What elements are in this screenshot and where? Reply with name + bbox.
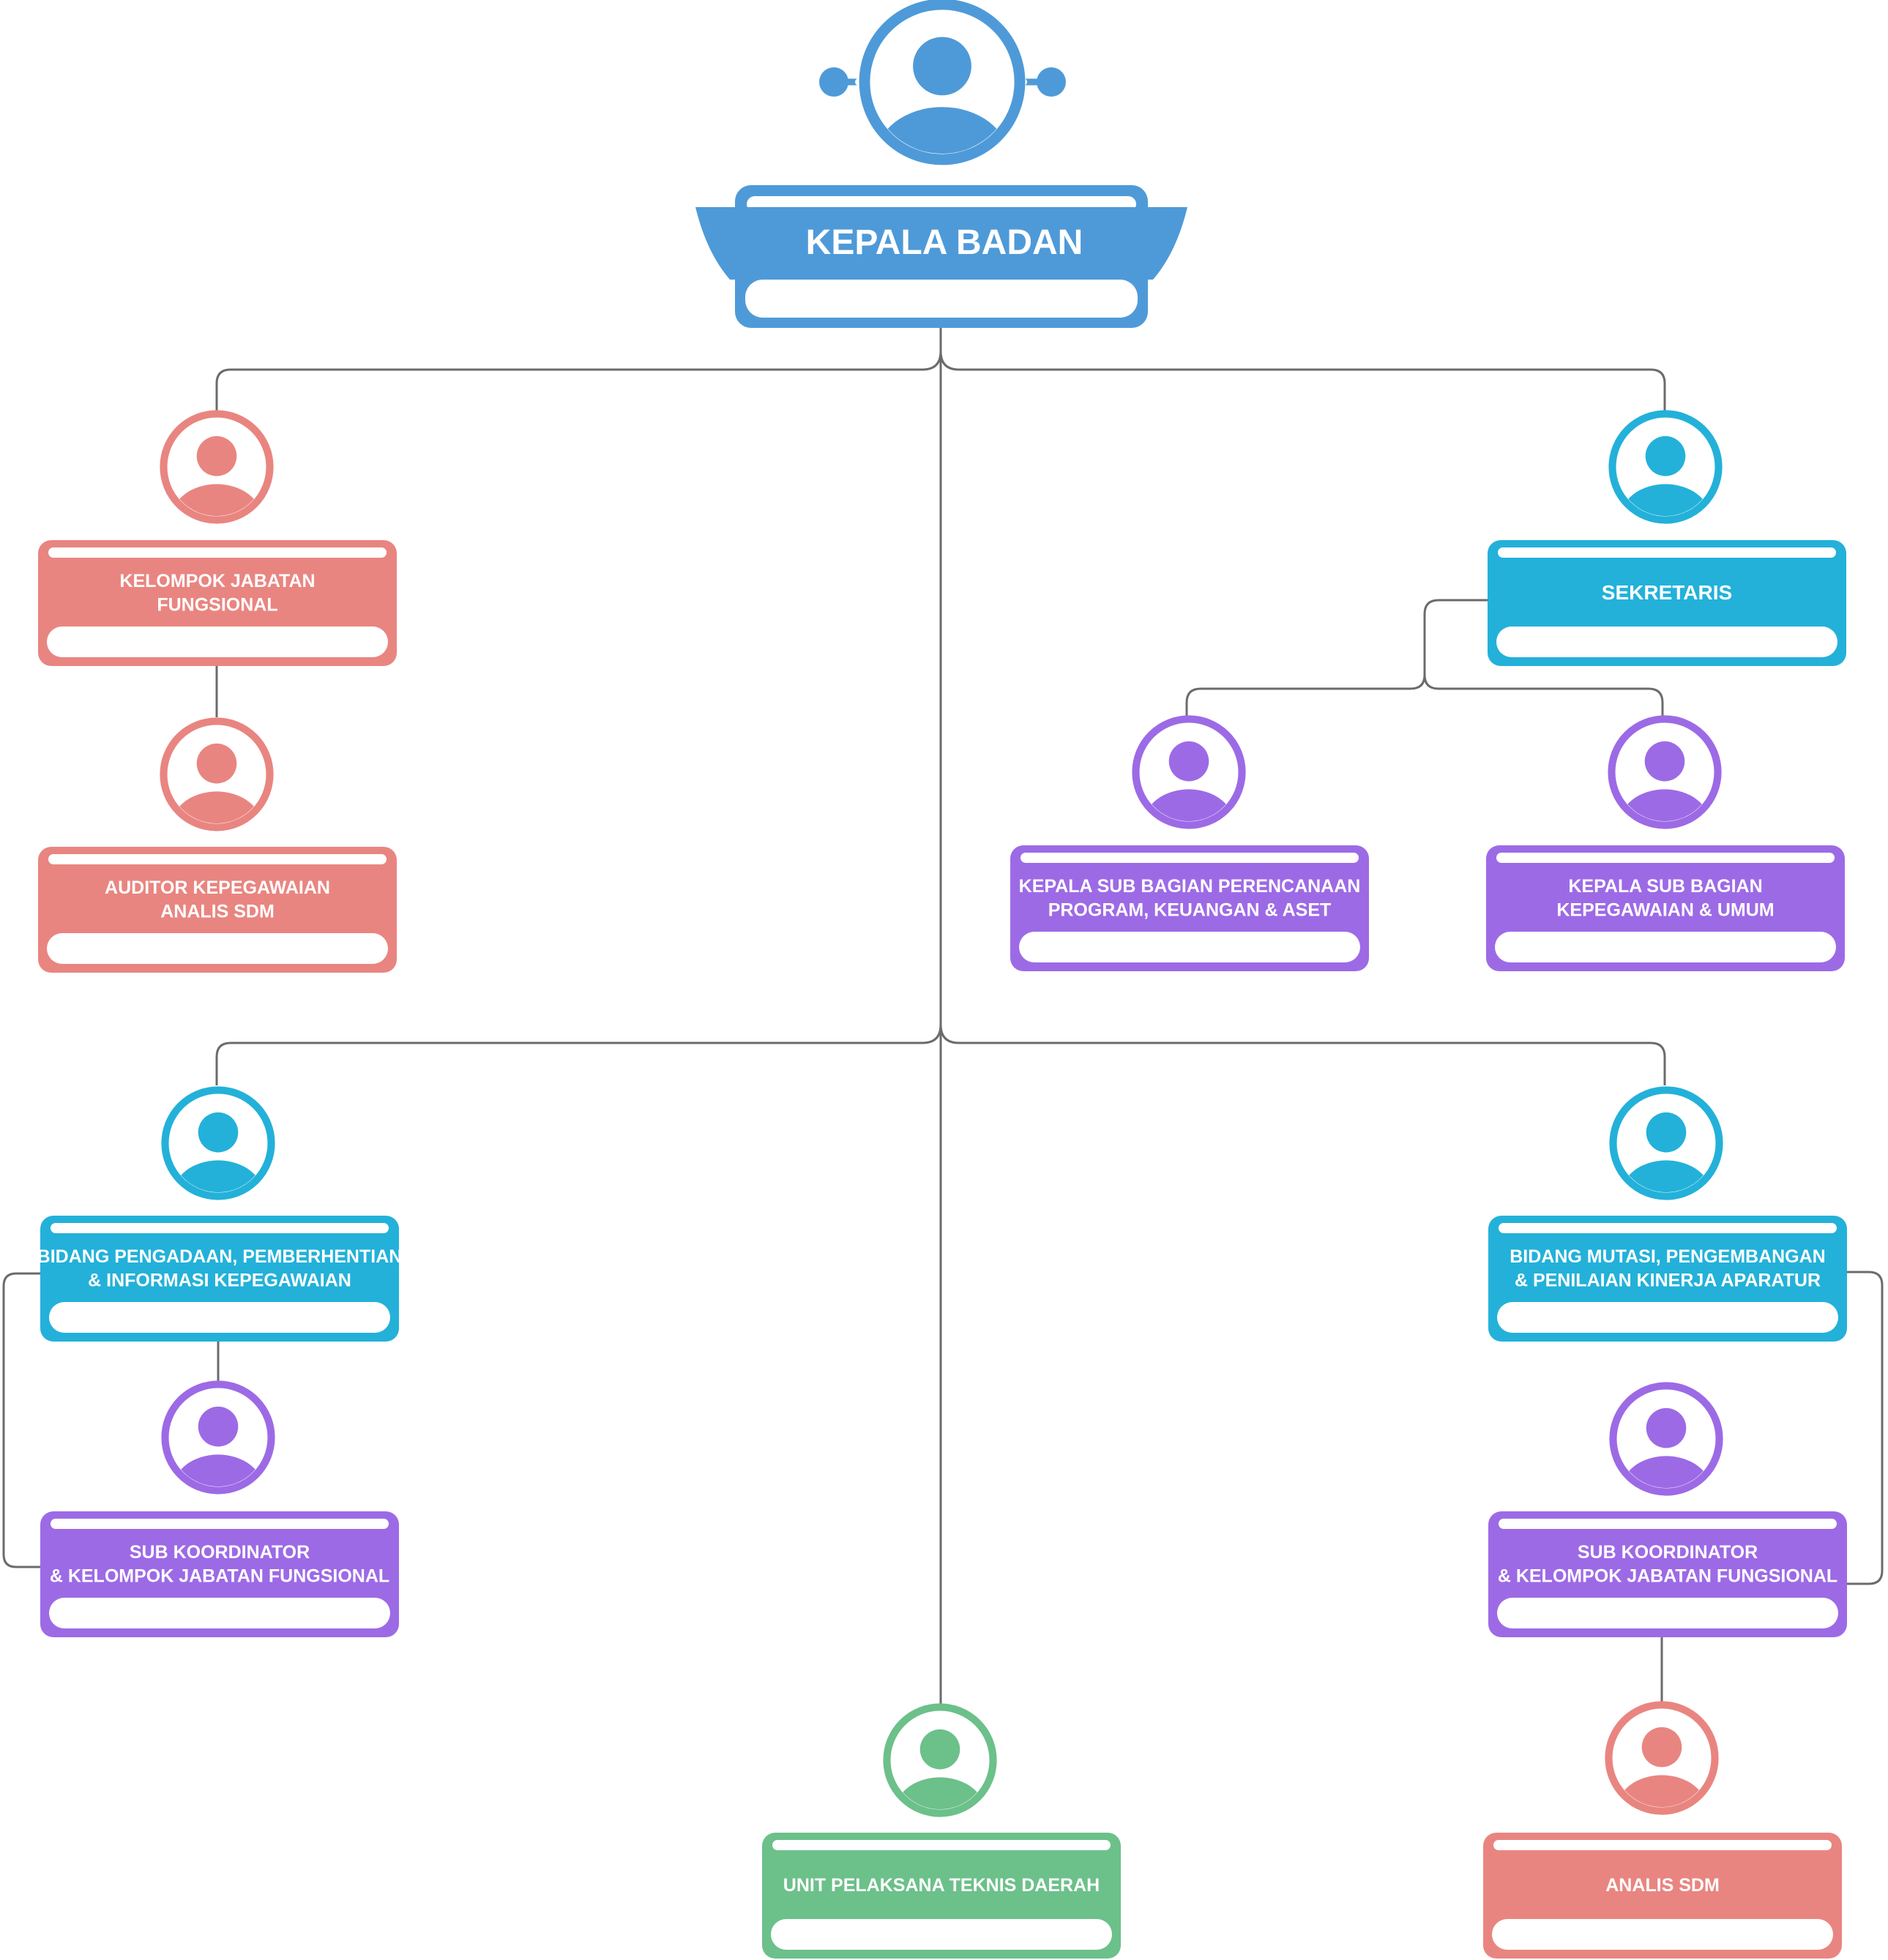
node-label: ANALIS SDM	[160, 901, 275, 921]
node-label: SUB KOORDINATOR	[130, 1542, 310, 1563]
person-avatar-icon	[1132, 715, 1246, 829]
person-avatar-icon	[1609, 1086, 1723, 1200]
connector-line	[2, 1272, 42, 1568]
node-uptd: UNIT PELAKSANA TEKNIS DAERAH	[762, 1833, 1121, 1959]
node-label: & INFORMASI KEPEGAWAIAN	[88, 1270, 351, 1290]
person-avatar-icon	[160, 717, 274, 831]
node-label: AUDITOR KEPEGAWAIAN	[105, 878, 330, 898]
node-label: & KELOMPOK JABATAN FUNGSIONAL	[50, 1566, 389, 1586]
connector-line	[1185, 599, 1488, 716]
node-label: KEPALA SUB BAGIAN PERENCANAAN	[1019, 876, 1361, 897]
node-label: KELOMPOK JABATAN	[119, 571, 315, 591]
node-label: SUB KOORDINATOR	[1578, 1542, 1758, 1563]
connector-line	[215, 351, 942, 411]
org-nodes: KEPALA BADAN KELOMPOK JABATAN FUNGSIONAL AU…	[37, 0, 1847, 1959]
node-label: FUNGSIONAL	[157, 594, 277, 615]
node-subkoor-right: SUB KOORDINATOR & KELOMPOK JABATAN FUNGSI…	[1488, 1511, 1847, 1637]
node-label: KEPALA BADAN	[806, 223, 1083, 262]
connector-line	[1843, 1271, 1884, 1585]
node-label: KEPALA SUB BAGIAN	[1568, 876, 1762, 897]
node-label: BIDANG MUTASI, PENGEMBANGAN	[1510, 1246, 1825, 1267]
node-label: UNIT PELAKSANA TEKNIS DAERAH	[783, 1875, 1100, 1896]
connector-line	[1423, 674, 1664, 716]
connector-line	[215, 1024, 942, 1085]
person-avatar-icon	[1608, 715, 1722, 829]
node-kepala-badan: KEPALA BADAN	[695, 67, 1187, 328]
person-avatar-icon	[161, 1086, 275, 1200]
node-label: & PENILAIAN KINERJA APARATUR	[1515, 1270, 1821, 1290]
node-kelompok-jabatan: KELOMPOK JABATAN FUNGSIONAL	[38, 540, 397, 666]
person-avatar-icon	[160, 410, 274, 524]
node-label: ANALIS SDM	[1605, 1875, 1720, 1896]
node-subkoor-left: SUB KOORDINATOR & KELOMPOK JABATAN FUNGSI…	[40, 1511, 399, 1637]
person-avatar-icon	[1605, 1701, 1719, 1815]
node-sekretaris: SEKRETARIS	[1488, 540, 1846, 666]
connector-line	[939, 351, 1666, 411]
person-avatar-icon	[1608, 410, 1723, 524]
person-avatar-icon	[1609, 1382, 1723, 1496]
node-analis-sdm: ANALIS SDM	[1483, 1833, 1842, 1959]
node-label: & KELOMPOK JABATAN FUNGSIONAL	[1498, 1566, 1837, 1586]
person-avatar-icon	[859, 0, 1026, 165]
node-bidang-pengadaan: BIDANG PENGADAAN, PEMBERHENTIAN & INFORMA…	[37, 1216, 403, 1342]
node-bidang-mutasi: BIDANG MUTASI, PENGEMBANGAN & PENILAIAN K…	[1488, 1216, 1847, 1342]
node-label: SEKRETARIS	[1602, 581, 1732, 604]
node-label: PROGRAM, KEUANGAN & ASET	[1048, 899, 1332, 920]
connector-line	[939, 1024, 1666, 1085]
node-auditor: AUDITOR KEPEGAWAIAN ANALIS SDM	[38, 847, 397, 973]
connector-lines	[2, 328, 1884, 1707]
node-label: BIDANG PENGADAAN, PEMBERHENTIAN	[37, 1246, 403, 1267]
node-label: KEPEGAWAIAN & UMUM	[1556, 899, 1774, 920]
person-avatar-icon	[161, 1380, 275, 1495]
person-avatar-icon	[883, 1703, 997, 1817]
